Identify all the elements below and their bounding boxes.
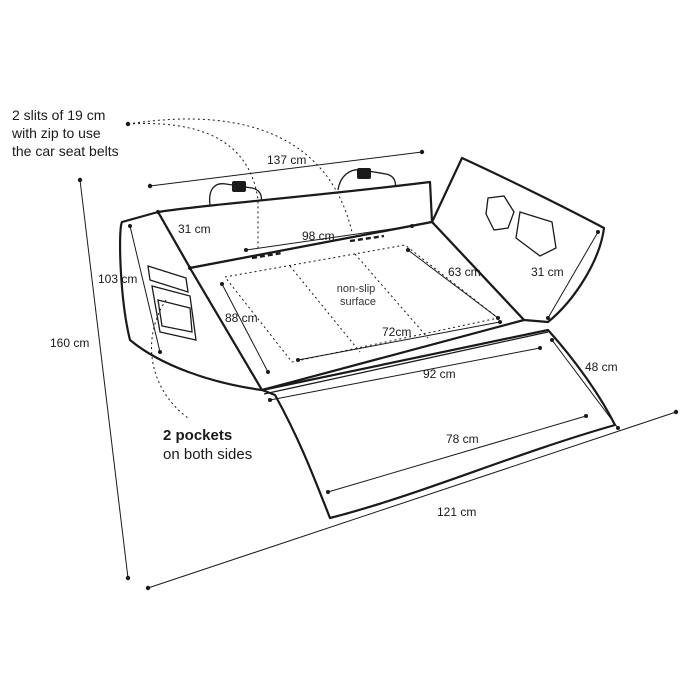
dim-line-121: [147, 411, 677, 589]
right-buckle-icon: [357, 168, 371, 179]
label-160: 160 cm: [50, 336, 89, 350]
slits-note-line2: with zip to use: [11, 125, 101, 141]
label-31-left: 31 cm: [178, 222, 211, 236]
dim-line-160: [79, 179, 129, 579]
label-78: 78 cm: [446, 432, 479, 446]
pockets-leader: [151, 299, 189, 419]
lower-pocket-inner: [157, 299, 193, 333]
dim-line-103: [129, 225, 161, 353]
label-137: 137 cm: [267, 153, 306, 167]
upper-pocket-icon: [147, 265, 189, 293]
non-slip-divider-1: [289, 265, 361, 353]
label-121: 121 cm: [437, 505, 476, 519]
left-pockets: [147, 265, 197, 341]
dim-line-48: [551, 339, 619, 429]
dim-line-98: [245, 225, 413, 251]
dim-line-31-right: [547, 231, 599, 319]
right-holders: [485, 195, 557, 257]
label-103: 103 cm: [98, 272, 137, 286]
label-72: 72cm: [382, 325, 411, 339]
slits-leader-1: [127, 123, 259, 248]
dimension-lines: [77, 149, 679, 591]
surface-label-line1: non-slip: [337, 283, 376, 295]
dim-line-78: [327, 415, 587, 493]
back-seam: [189, 221, 433, 269]
label-63: 63 cm: [448, 265, 481, 279]
slits-note-line1: 2 slits of 19 cm: [12, 107, 105, 123]
label-48: 48 cm: [585, 360, 618, 374]
dim-line-137: [149, 151, 423, 187]
lower-pocket-icon: [151, 285, 197, 341]
slits-leader-dot: [125, 121, 131, 127]
label-98: 98 cm: [302, 229, 335, 243]
left-zip-slit: [251, 251, 283, 260]
slits-leader-2: [127, 118, 353, 233]
back-panel: [156, 180, 434, 270]
left-buckle-icon: [232, 181, 246, 192]
pockets-note-line2: on both sides: [163, 446, 252, 463]
right-holder-1-icon: [485, 195, 515, 231]
surface-label-line2: surface: [340, 296, 376, 308]
flap-seam: [263, 331, 549, 395]
front-seam: [261, 319, 525, 391]
label-88: 88 cm: [225, 311, 258, 325]
dim-line-72: [297, 321, 501, 361]
dim-line-63: [407, 249, 499, 319]
right-holder-2-icon: [515, 211, 557, 257]
dim-line-92: [269, 347, 541, 401]
right-zip-slit: [349, 234, 385, 243]
label-92: 92 cm: [423, 367, 456, 381]
label-31-right: 31 cm: [531, 265, 564, 279]
slits-note-line3: the car seat belts: [12, 143, 119, 159]
front-flap: [260, 328, 617, 520]
dim-line-88: [221, 283, 269, 373]
dim-line-31-left: [157, 211, 191, 269]
pockets-note-line1: 2 pockets: [163, 427, 232, 444]
non-slip-divider-2: [354, 253, 429, 339]
